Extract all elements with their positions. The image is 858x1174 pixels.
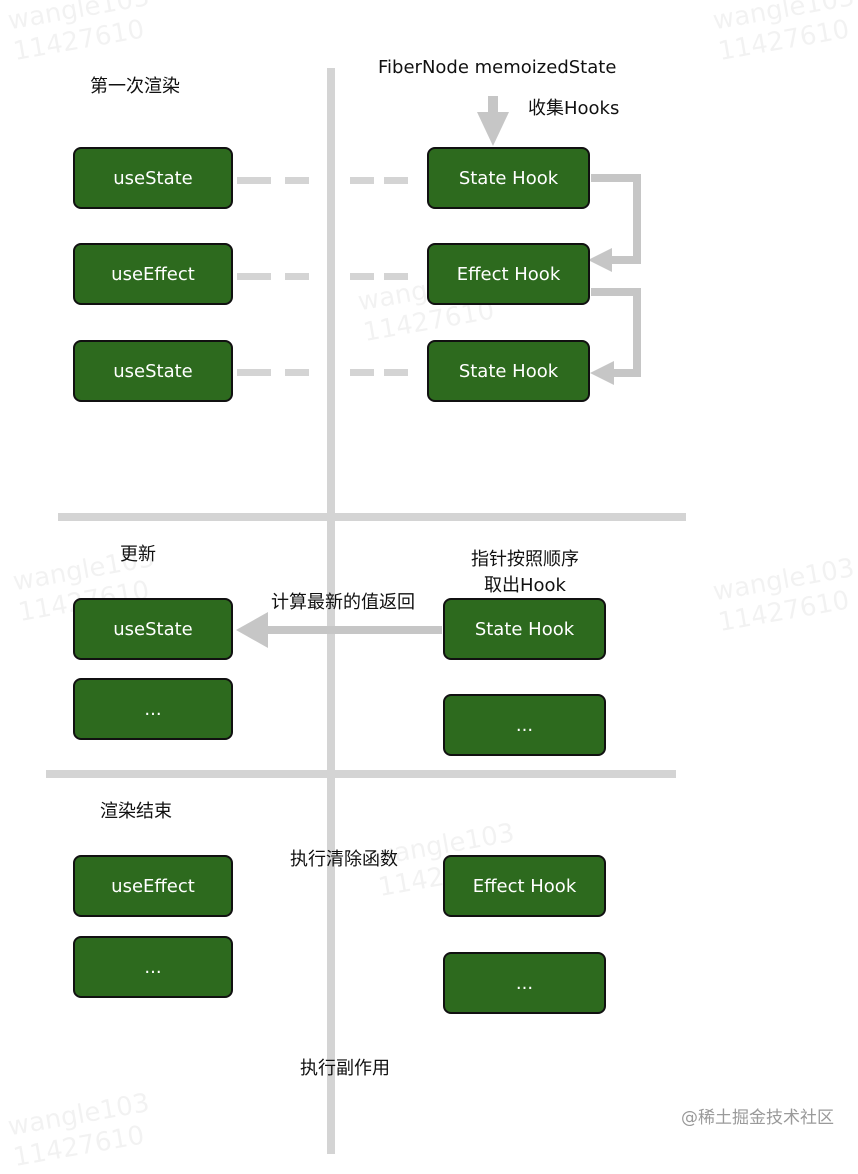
dashed-connector — [237, 369, 271, 376]
loop-arrow-2 — [591, 288, 641, 377]
dashed-connector — [384, 273, 408, 280]
pointer-label-line2: 取出Hook — [484, 575, 566, 596]
vertical-divider — [327, 68, 335, 1154]
loop-arrowhead-2 — [590, 361, 614, 385]
dashed-connector — [350, 369, 374, 376]
hook-node-box: ... — [443, 694, 606, 756]
hook-call-box: useState — [73, 340, 233, 402]
hook-call-box: ... — [73, 936, 233, 998]
dashed-connector — [384, 369, 408, 376]
fibernode-label: FiberNode memoizedState — [378, 57, 617, 78]
dashed-connector — [350, 177, 374, 184]
dashed-connector — [350, 273, 374, 280]
dashed-connector — [237, 273, 271, 280]
hook-call-box: useEffect — [73, 243, 233, 305]
hook-node-box: State Hook — [427, 147, 590, 209]
dashed-connector — [384, 177, 408, 184]
cleanup-label: 执行清除函数 — [290, 849, 398, 870]
hook-call-box: useState — [73, 147, 233, 209]
update-arrowhead — [236, 612, 268, 648]
hook-call-box: useEffect — [73, 855, 233, 917]
hook-node-box: State Hook — [443, 598, 606, 660]
section-title-first-render: 第一次渲染 — [90, 76, 180, 97]
section-title-update: 更新 — [120, 544, 156, 565]
collect-hooks-label: 收集Hooks — [528, 98, 620, 119]
update-arrow-shaft — [266, 626, 442, 634]
down-arrow — [477, 96, 509, 146]
pointer-label: 指针按照顺序 取出Hook — [455, 545, 595, 597]
dashed-connector — [285, 369, 309, 376]
dashed-connector — [237, 177, 271, 184]
dashed-connector — [285, 177, 309, 184]
hook-call-box: ... — [73, 678, 233, 740]
section-title-render-end: 渲染结束 — [100, 801, 172, 822]
hook-call-box: useState — [73, 598, 233, 660]
hook-node-box: ... — [443, 952, 606, 1014]
side-effect-label: 执行副作用 — [300, 1058, 390, 1079]
loop-arrowhead-1 — [588, 248, 612, 272]
dashed-connector — [285, 273, 309, 280]
compute-label: 计算最新的值返回 — [271, 592, 415, 613]
horizontal-divider-1 — [58, 513, 686, 521]
loop-arrow-1 — [591, 174, 641, 264]
pointer-label-line1: 指针按照顺序 — [471, 549, 579, 570]
hook-node-box: Effect Hook — [443, 855, 606, 917]
hook-node-box: State Hook — [427, 340, 590, 402]
hook-node-box: Effect Hook — [427, 243, 590, 305]
horizontal-divider-2 — [46, 770, 676, 778]
site-footer: @稀土掘金技术社区 — [681, 1108, 834, 1128]
